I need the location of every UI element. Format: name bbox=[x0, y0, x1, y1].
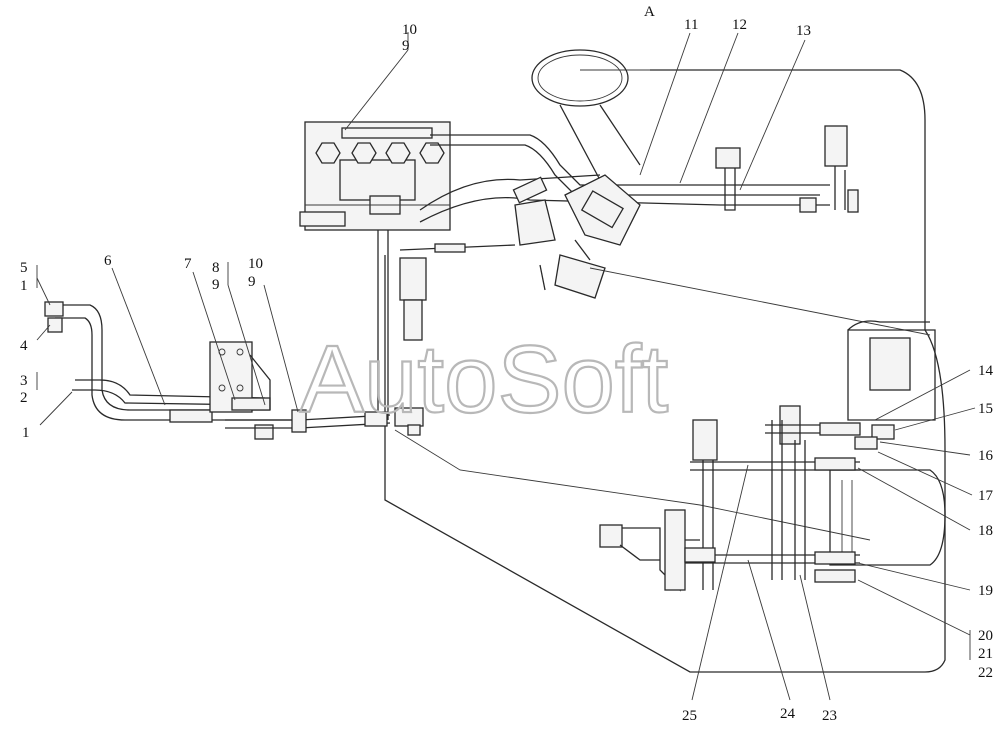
pedal-link-line bbox=[589, 267, 931, 336]
callout-7: 7 bbox=[184, 256, 192, 272]
pipe-upper-2 bbox=[430, 144, 820, 196]
callout-20: 20 bbox=[978, 628, 993, 644]
callout-11: 11 bbox=[684, 17, 698, 33]
steering-wheel bbox=[531, 49, 629, 107]
actuator-cylinder bbox=[399, 243, 516, 341]
callout-8: 8 bbox=[212, 260, 220, 276]
callout-9-right: 9 bbox=[248, 274, 256, 290]
callout-13: 13 bbox=[796, 23, 811, 39]
leader-lines bbox=[36, 32, 976, 701]
callout-4: 4 bbox=[20, 338, 28, 354]
right-block bbox=[847, 320, 936, 421]
callout-22: 22 bbox=[978, 665, 993, 681]
lever-column bbox=[377, 230, 389, 420]
callout-9-top: 9 bbox=[402, 38, 410, 54]
callout-17: 17 bbox=[978, 488, 994, 504]
floor-line bbox=[394, 429, 871, 541]
callout-12: 12 bbox=[732, 17, 747, 33]
control-valve-block bbox=[299, 121, 451, 231]
cross-shaft bbox=[225, 407, 424, 436]
callout-10-mid: 10 bbox=[248, 256, 263, 272]
fitting-13 bbox=[799, 197, 817, 213]
callout-25: 25 bbox=[682, 708, 697, 724]
pipe-upper-1 bbox=[430, 134, 830, 186]
callout-1: 1 bbox=[22, 425, 30, 441]
bracket-13 bbox=[824, 125, 848, 167]
bracket-13-stem bbox=[834, 166, 846, 210]
pedal-assembly bbox=[512, 174, 641, 299]
callout-16: 16 bbox=[978, 448, 994, 464]
pipe-upper-4 bbox=[419, 197, 830, 223]
steering-column bbox=[559, 104, 641, 181]
callout-21: 21 bbox=[978, 646, 993, 662]
callout-9-mid: 9 bbox=[212, 277, 220, 293]
steering-wheel-inner bbox=[537, 54, 623, 102]
watermark: AutoSoft bbox=[300, 326, 668, 433]
pipe-upper-3 bbox=[419, 174, 601, 211]
callout-5: 5 bbox=[20, 260, 28, 276]
callout-10-top: 10 bbox=[402, 22, 417, 38]
view-label-a: A bbox=[644, 4, 655, 20]
callout-18: 18 bbox=[978, 523, 993, 539]
callout-3: 3 bbox=[20, 373, 28, 389]
callout-2: 2 bbox=[20, 390, 28, 406]
callout-1-upper: 1 bbox=[20, 278, 28, 294]
rear-control-frame bbox=[599, 405, 946, 592]
callout-19: 19 bbox=[978, 583, 993, 599]
callout-15: 15 bbox=[978, 401, 993, 417]
callout-23: 23 bbox=[822, 708, 837, 724]
callout-24: 24 bbox=[780, 706, 796, 722]
callout-14: 14 bbox=[978, 363, 994, 379]
left-pipe-assembly bbox=[44, 301, 300, 440]
fitting-13b bbox=[847, 189, 859, 213]
callout-6: 6 bbox=[104, 253, 112, 269]
pipe-13-end bbox=[724, 168, 736, 211]
clamp-12 bbox=[715, 147, 741, 169]
